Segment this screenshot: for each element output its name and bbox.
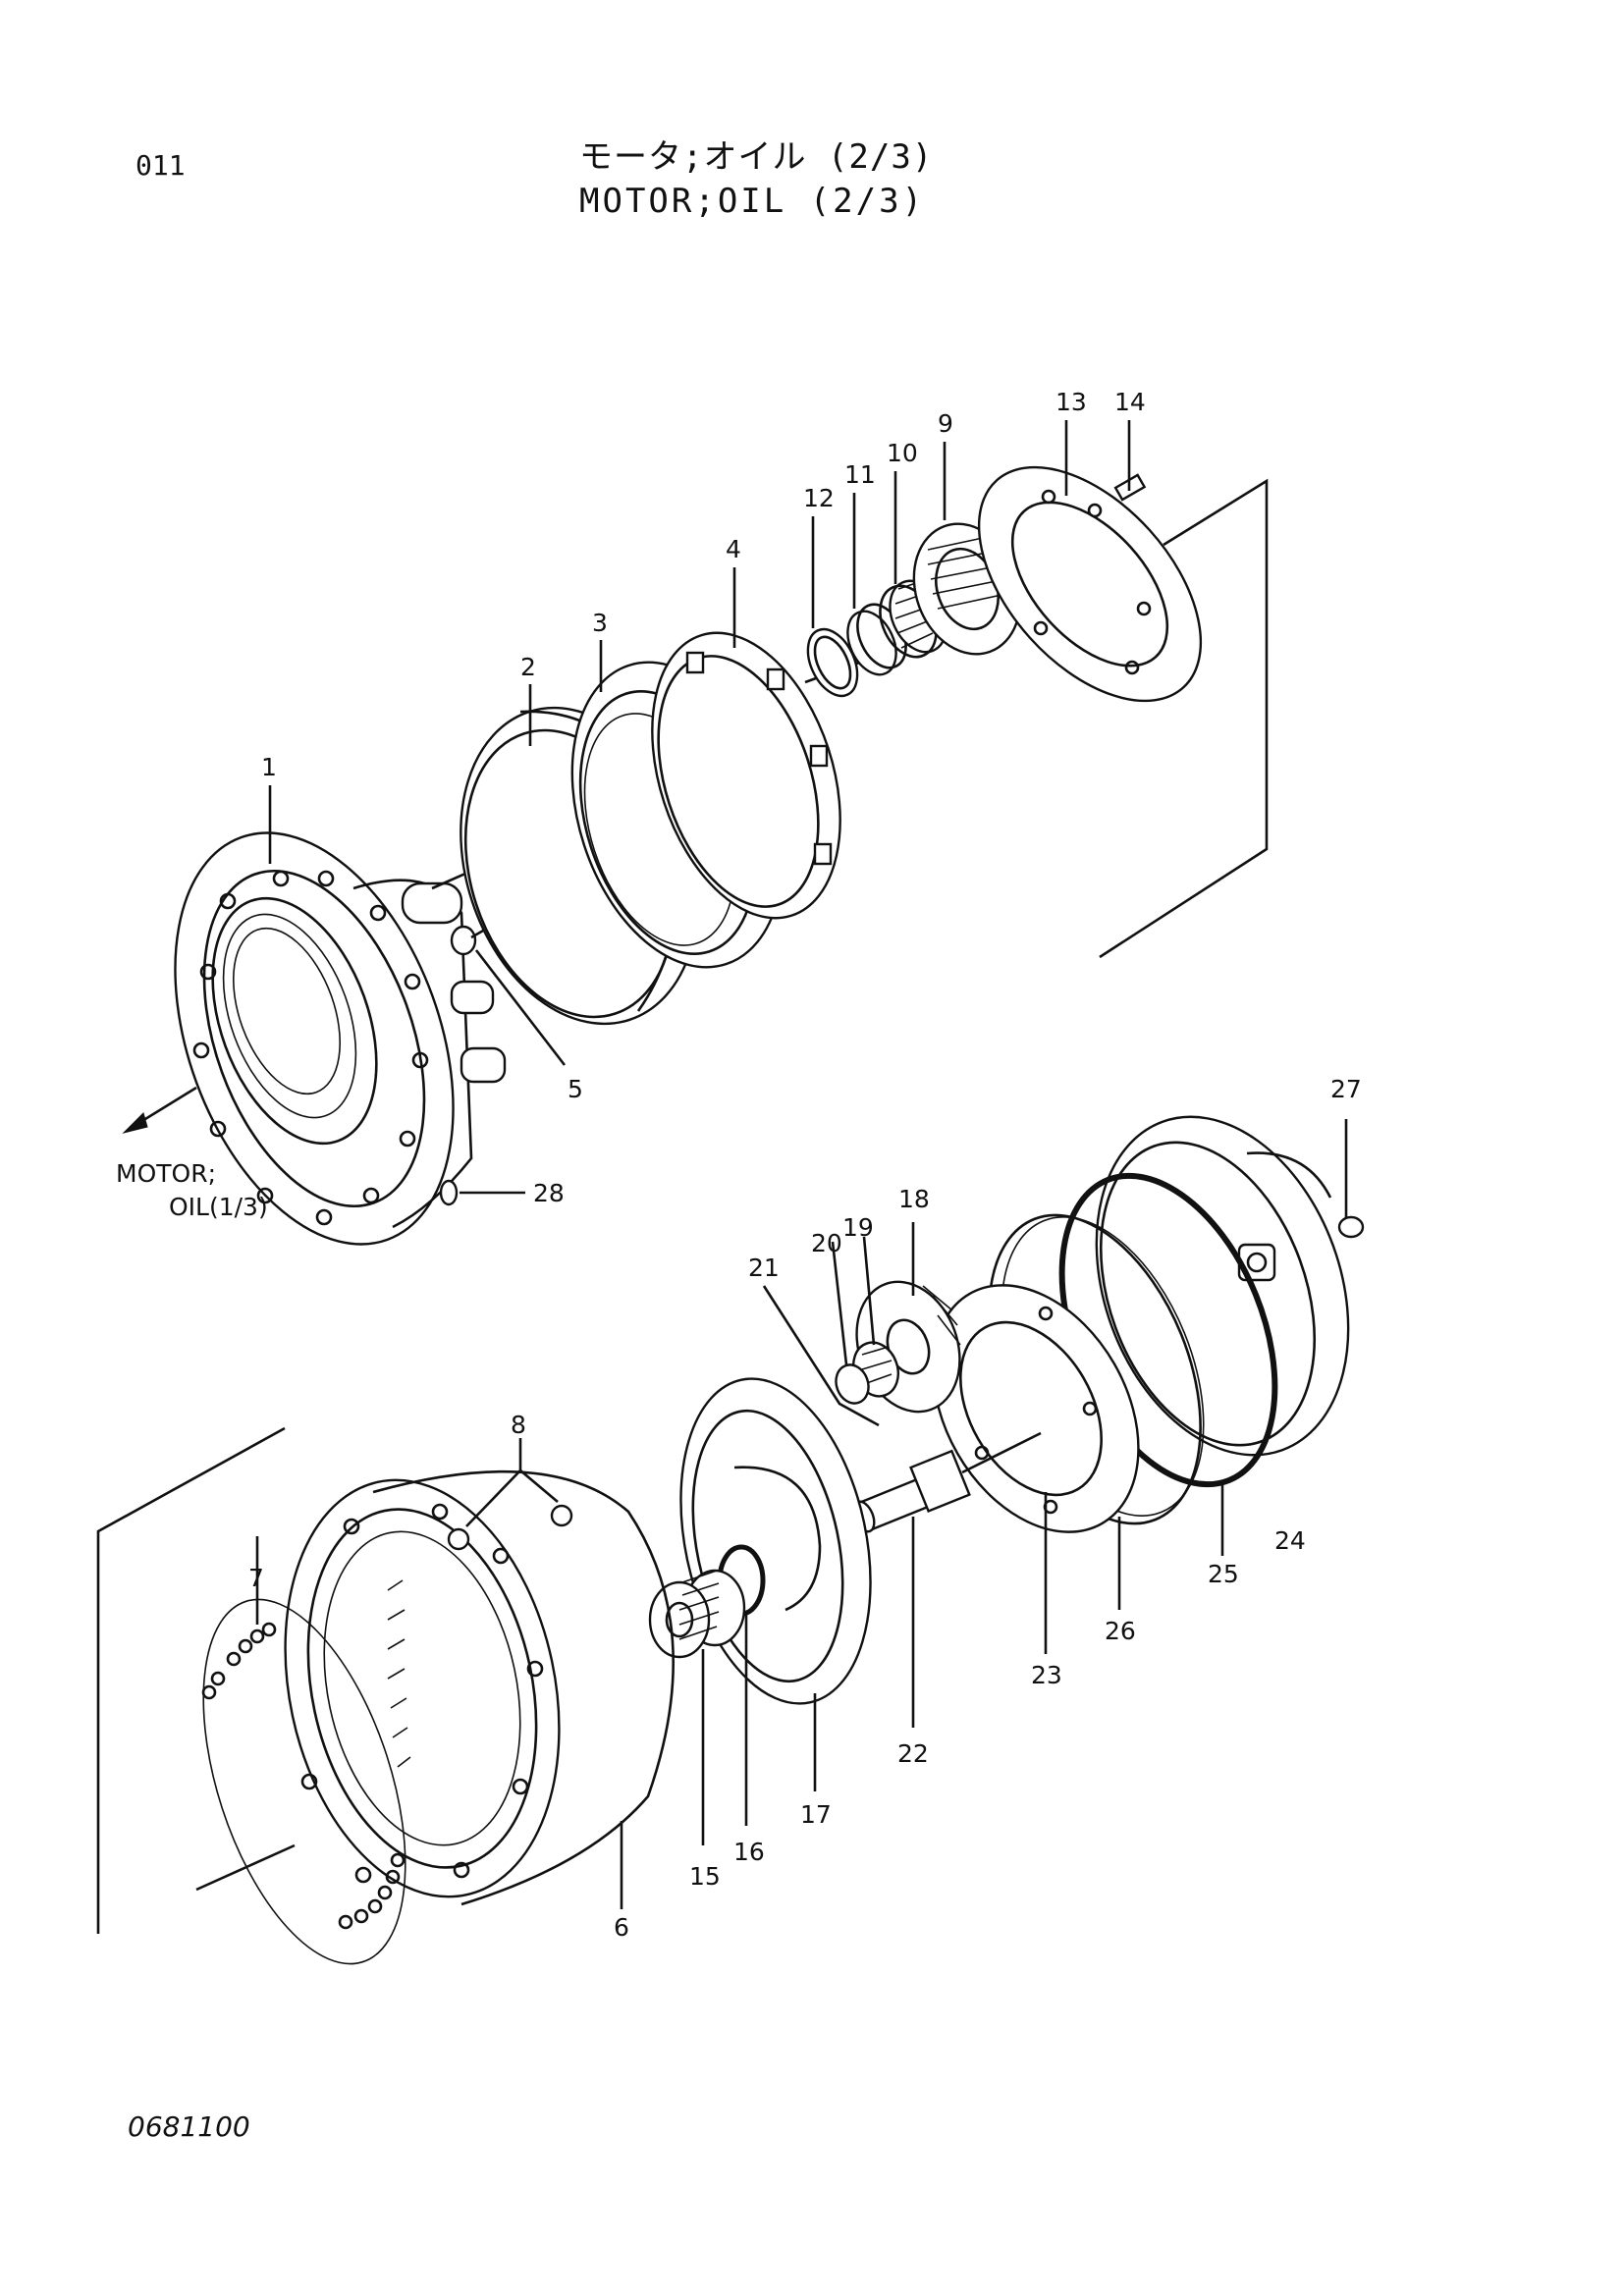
callout-25: 25 — [1208, 1560, 1239, 1588]
callout-21: 21 — [748, 1254, 780, 1282]
callout-19: 19 — [842, 1213, 874, 1242]
part-6-ring-gear-housing — [284, 1469, 675, 1906]
callout-4: 4 — [726, 535, 741, 563]
page-number: 011 — [135, 149, 186, 182]
part-4-notched-ring — [651, 631, 841, 920]
part-22-sun-gear — [852, 1449, 971, 1533]
part-15-needle-bearing — [648, 1569, 746, 1659]
part-8-plugs — [447, 1438, 573, 1551]
callout-9: 9 — [938, 409, 953, 438]
cross-ref-line1: MOTOR; — [116, 1159, 216, 1188]
part-7-steel-balls — [201, 1598, 406, 1965]
callout-5: 5 — [568, 1075, 583, 1103]
callout-11: 11 — [844, 460, 876, 489]
callout-24: 24 — [1274, 1526, 1306, 1555]
part-27-plug — [1337, 1119, 1365, 1239]
callout-18: 18 — [898, 1185, 930, 1213]
callout-7: 7 — [248, 1564, 264, 1592]
title-japanese: モータ;オイル (2/3) — [579, 137, 934, 177]
callout-10: 10 — [887, 439, 918, 467]
callout-8: 8 — [511, 1411, 526, 1439]
callout-1: 1 — [261, 753, 277, 781]
callout-2: 2 — [520, 653, 536, 681]
part-5-plug — [450, 925, 567, 1066]
part-13-thrust-plate — [977, 465, 1203, 703]
callout-14: 14 — [1114, 388, 1146, 416]
callout-23: 23 — [1031, 1661, 1062, 1689]
callout-6: 6 — [614, 1913, 629, 1942]
callout-17: 17 — [800, 1800, 832, 1829]
callout-13: 13 — [1055, 388, 1087, 416]
cross-ref-line2: OIL(1/3) — [169, 1193, 268, 1221]
callout-22: 22 — [897, 1739, 929, 1768]
callout-20: 20 — [811, 1229, 842, 1257]
part-28-plug — [439, 1179, 525, 1206]
callout-28: 28 — [533, 1179, 565, 1207]
part-1-motor-housing — [174, 831, 507, 1246]
callout-27: 27 — [1330, 1075, 1362, 1103]
title-english: MOTOR;OIL (2/3) — [579, 182, 926, 221]
drawing-number: 0681100 — [128, 2110, 250, 2143]
callout-12: 12 — [803, 484, 835, 512]
callout-16: 16 — [733, 1838, 765, 1866]
part-20-washer — [835, 1363, 870, 1405]
callout-26: 26 — [1105, 1617, 1136, 1645]
callout-15: 15 — [689, 1862, 721, 1891]
callout-3: 3 — [592, 609, 608, 637]
part-14-screw — [1113, 420, 1147, 502]
